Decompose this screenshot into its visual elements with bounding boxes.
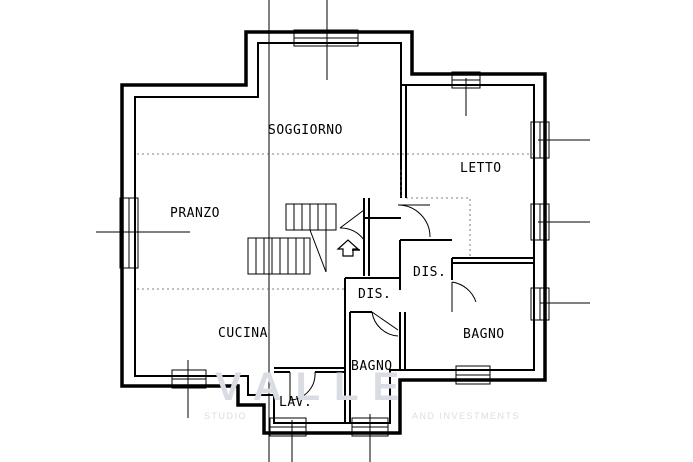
watermark-logo: VALLE STUDIO AND INVESTMENTS bbox=[204, 365, 520, 421]
label-dis-upper: DIS. bbox=[413, 265, 446, 280]
watermark-brand: VALLE bbox=[215, 365, 413, 409]
staircase bbox=[247, 203, 337, 275]
doors bbox=[289, 204, 477, 401]
label-bagno-center: BAGNO bbox=[351, 359, 393, 374]
label-pranzo: PRANZO bbox=[170, 206, 220, 221]
label-letto: LETTO bbox=[460, 161, 502, 176]
label-cucina: CUCINA bbox=[218, 326, 268, 341]
beam-lines bbox=[137, 153, 534, 290]
interior-walls bbox=[274, 85, 534, 423]
label-dis-lower: DIS. bbox=[358, 287, 391, 302]
label-lav: LAV. bbox=[279, 395, 312, 410]
watermark-tagline-left: STUDIO bbox=[204, 411, 247, 421]
windows bbox=[119, 29, 550, 437]
watermark-tagline-right: AND INVESTMENTS bbox=[412, 411, 520, 421]
room-labels: SOGGIORNO LETTO PRANZO DIS. DIS. CUCINA … bbox=[170, 123, 505, 410]
entry-arrow-icon bbox=[336, 239, 360, 257]
label-soggiorno: SOGGIORNO bbox=[268, 123, 343, 138]
outer-walls bbox=[120, 30, 547, 435]
label-bagno-right: BAGNO bbox=[463, 327, 505, 342]
